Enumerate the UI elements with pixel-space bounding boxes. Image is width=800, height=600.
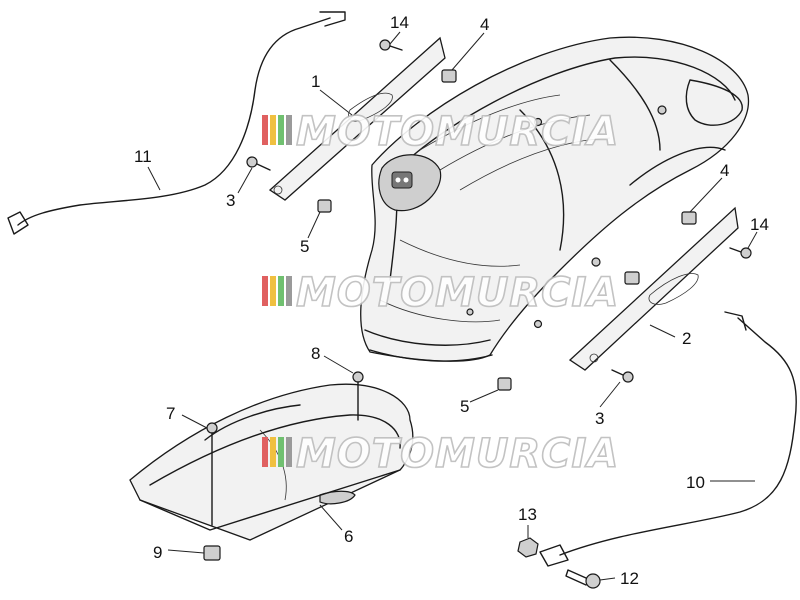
callout-2: 2 [682,329,691,348]
leader-lines [147,31,758,581]
part-10-right-stay-bar [539,311,797,567]
callout-8: 8 [311,344,320,363]
watermark-middle: MOTOMURCIA [262,269,619,317]
callout-11: 11 [134,147,152,166]
callout-9: 9 [153,543,162,562]
watermark-text-bottom: MOTOMURCIA [296,431,619,477]
watermark-top: MOTOMURCIA [262,108,619,156]
callout-10: 10 [686,473,705,492]
fasteners [203,39,752,589]
callout-5-bottom: 5 [460,397,469,416]
callout-labels: 14 4 1 11 3 5 4 14 2 8 5 3 7 10 6 13 9 1… [134,13,769,588]
callout-6: 6 [344,527,353,546]
callout-3-left: 3 [226,191,235,210]
part-1-left-side-cover [268,36,446,201]
callout-5-left: 5 [300,237,309,256]
rear-body-shell [360,36,750,362]
callout-14-top: 14 [390,13,409,32]
watermark-text-middle: MOTOMURCIA [296,270,619,316]
callout-3-bottom: 3 [595,409,604,428]
callout-12: 12 [620,569,639,588]
callout-1: 1 [311,72,320,91]
callout-7: 7 [166,404,175,423]
callout-14-right: 14 [750,215,769,234]
part-2-right-side-cover [568,206,739,371]
callout-4-right: 4 [720,161,729,180]
callout-4-top: 4 [480,15,489,34]
part-11-left-stay-bar [7,11,346,235]
callout-13: 13 [518,505,537,524]
watermark-bottom: MOTOMURCIA [262,430,619,478]
watermark-text-top: MOTOMURCIA [296,109,619,155]
